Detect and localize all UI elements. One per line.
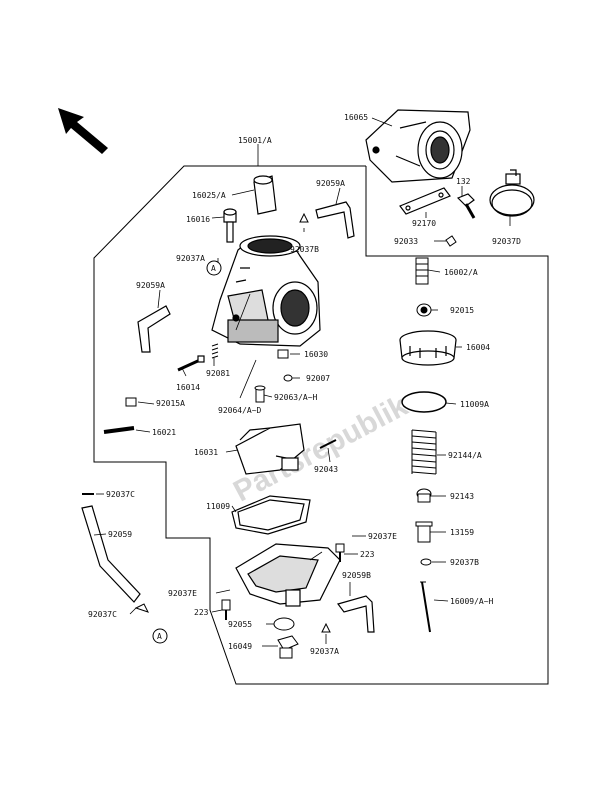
label-92037B-right: 92037B bbox=[450, 558, 479, 567]
label-16004: 16004 bbox=[466, 343, 490, 352]
cap-92037A-bottom bbox=[321, 622, 331, 633]
label-92015A: 92015A bbox=[156, 399, 185, 408]
label-92007: 92007 bbox=[306, 374, 330, 383]
screw-16014 bbox=[177, 355, 205, 372]
assembly-boundary bbox=[93, 165, 549, 685]
reference-marker-a-bottom: A bbox=[152, 628, 168, 644]
float-bowl bbox=[235, 543, 341, 607]
needle-16009 bbox=[420, 581, 431, 633]
label-92037E-left: 92037E bbox=[168, 589, 197, 598]
label-92037B: 92037B bbox=[290, 245, 319, 254]
label-92059: 92059 bbox=[108, 530, 132, 539]
reference-marker-a-top: A bbox=[206, 260, 222, 276]
label-16002: 16002/A bbox=[444, 268, 478, 277]
svg-text:A: A bbox=[211, 264, 216, 273]
part-16016 bbox=[223, 208, 237, 243]
tube-92059B bbox=[336, 595, 375, 633]
spring-92081 bbox=[211, 343, 219, 359]
label-92015: 92015 bbox=[450, 306, 474, 315]
label-16009: 16009/A~H bbox=[450, 597, 494, 606]
bolt-132 bbox=[456, 193, 476, 219]
part-92007 bbox=[283, 374, 293, 382]
label-92037E-right: 92037E bbox=[368, 532, 397, 541]
part-92063 bbox=[254, 385, 266, 403]
label-16016: 16016 bbox=[186, 215, 210, 224]
label-92064: 92064/A~D bbox=[218, 406, 262, 415]
label-92037D: 92037D bbox=[492, 237, 521, 246]
plug-16049 bbox=[277, 635, 299, 659]
tube-92059 bbox=[81, 493, 141, 603]
oring-11009A bbox=[401, 391, 447, 413]
label-92059A-top: 92059A bbox=[316, 179, 345, 188]
pin-92043 bbox=[319, 439, 337, 449]
label-11009: 11009 bbox=[206, 502, 230, 511]
part-16021 bbox=[103, 426, 135, 434]
part-92143 bbox=[416, 488, 432, 503]
label-11009A: 11009A bbox=[460, 400, 489, 409]
label-132: 132 bbox=[456, 177, 471, 186]
part-16025 bbox=[253, 175, 277, 215]
label-92081: 92081 bbox=[206, 369, 230, 378]
label-92043: 92043 bbox=[314, 465, 338, 474]
label-16030: 16030 bbox=[304, 350, 328, 359]
ring-92055 bbox=[273, 617, 295, 631]
spring-92144 bbox=[411, 429, 437, 475]
label-16065: 16065 bbox=[344, 113, 368, 122]
label-92037C-bottom: 92037C bbox=[88, 610, 117, 619]
label-92063: 92063/A~H bbox=[274, 393, 318, 402]
float-16031 bbox=[235, 423, 305, 475]
label-92033: 92033 bbox=[394, 237, 418, 246]
cap-92037C bbox=[134, 603, 149, 613]
label-15001: 15001/A bbox=[238, 136, 272, 145]
screw-223-left bbox=[221, 599, 231, 620]
part-13159 bbox=[415, 521, 433, 543]
label-92037A-top: 92037A bbox=[176, 254, 205, 263]
label-92037C-top: 92037C bbox=[106, 490, 135, 499]
plate-92170 bbox=[399, 187, 451, 215]
label-223-right: 223 bbox=[360, 550, 375, 559]
screw-223-right bbox=[335, 543, 345, 562]
label-92144: 92144/A bbox=[448, 451, 482, 460]
label-16014: 16014 bbox=[176, 383, 200, 392]
svg-text:A: A bbox=[157, 632, 162, 641]
label-16049: 16049 bbox=[228, 642, 252, 651]
direction-arrow-icon bbox=[58, 108, 108, 154]
label-92059B: 92059B bbox=[342, 571, 371, 580]
hose-clamp bbox=[489, 169, 535, 217]
label-92059A-left: 92059A bbox=[136, 281, 165, 290]
label-92037A-bottom: 92037A bbox=[310, 647, 339, 656]
clip-92037B bbox=[420, 558, 432, 566]
gasket-11009 bbox=[231, 495, 311, 535]
leader-lines bbox=[93, 117, 511, 647]
tube-92059A-top bbox=[315, 201, 355, 239]
label-13159: 13159 bbox=[450, 528, 474, 537]
part-16002 bbox=[415, 257, 429, 285]
label-16025: 16025/A bbox=[192, 191, 226, 200]
cap-16004 bbox=[399, 330, 457, 366]
tube-92059A-left bbox=[137, 305, 171, 353]
small-part-92033 bbox=[445, 235, 457, 247]
carburetor-body bbox=[211, 235, 321, 347]
label-16021: 16021 bbox=[152, 428, 176, 437]
label-16031: 16031 bbox=[194, 448, 218, 457]
cap-92037B-top bbox=[299, 212, 309, 223]
part-labels: 15001/A 16065 16025/A 92059A 16016 92037… bbox=[88, 113, 521, 656]
label-92055: 92055 bbox=[228, 620, 252, 629]
label-223-left: 223 bbox=[194, 608, 209, 617]
intake-pipe bbox=[365, 109, 471, 183]
label-92143: 92143 bbox=[450, 492, 474, 501]
part-16030 bbox=[277, 349, 289, 359]
nut-92015 bbox=[416, 303, 432, 317]
label-92170: 92170 bbox=[412, 219, 436, 228]
part-92015A bbox=[125, 397, 137, 407]
